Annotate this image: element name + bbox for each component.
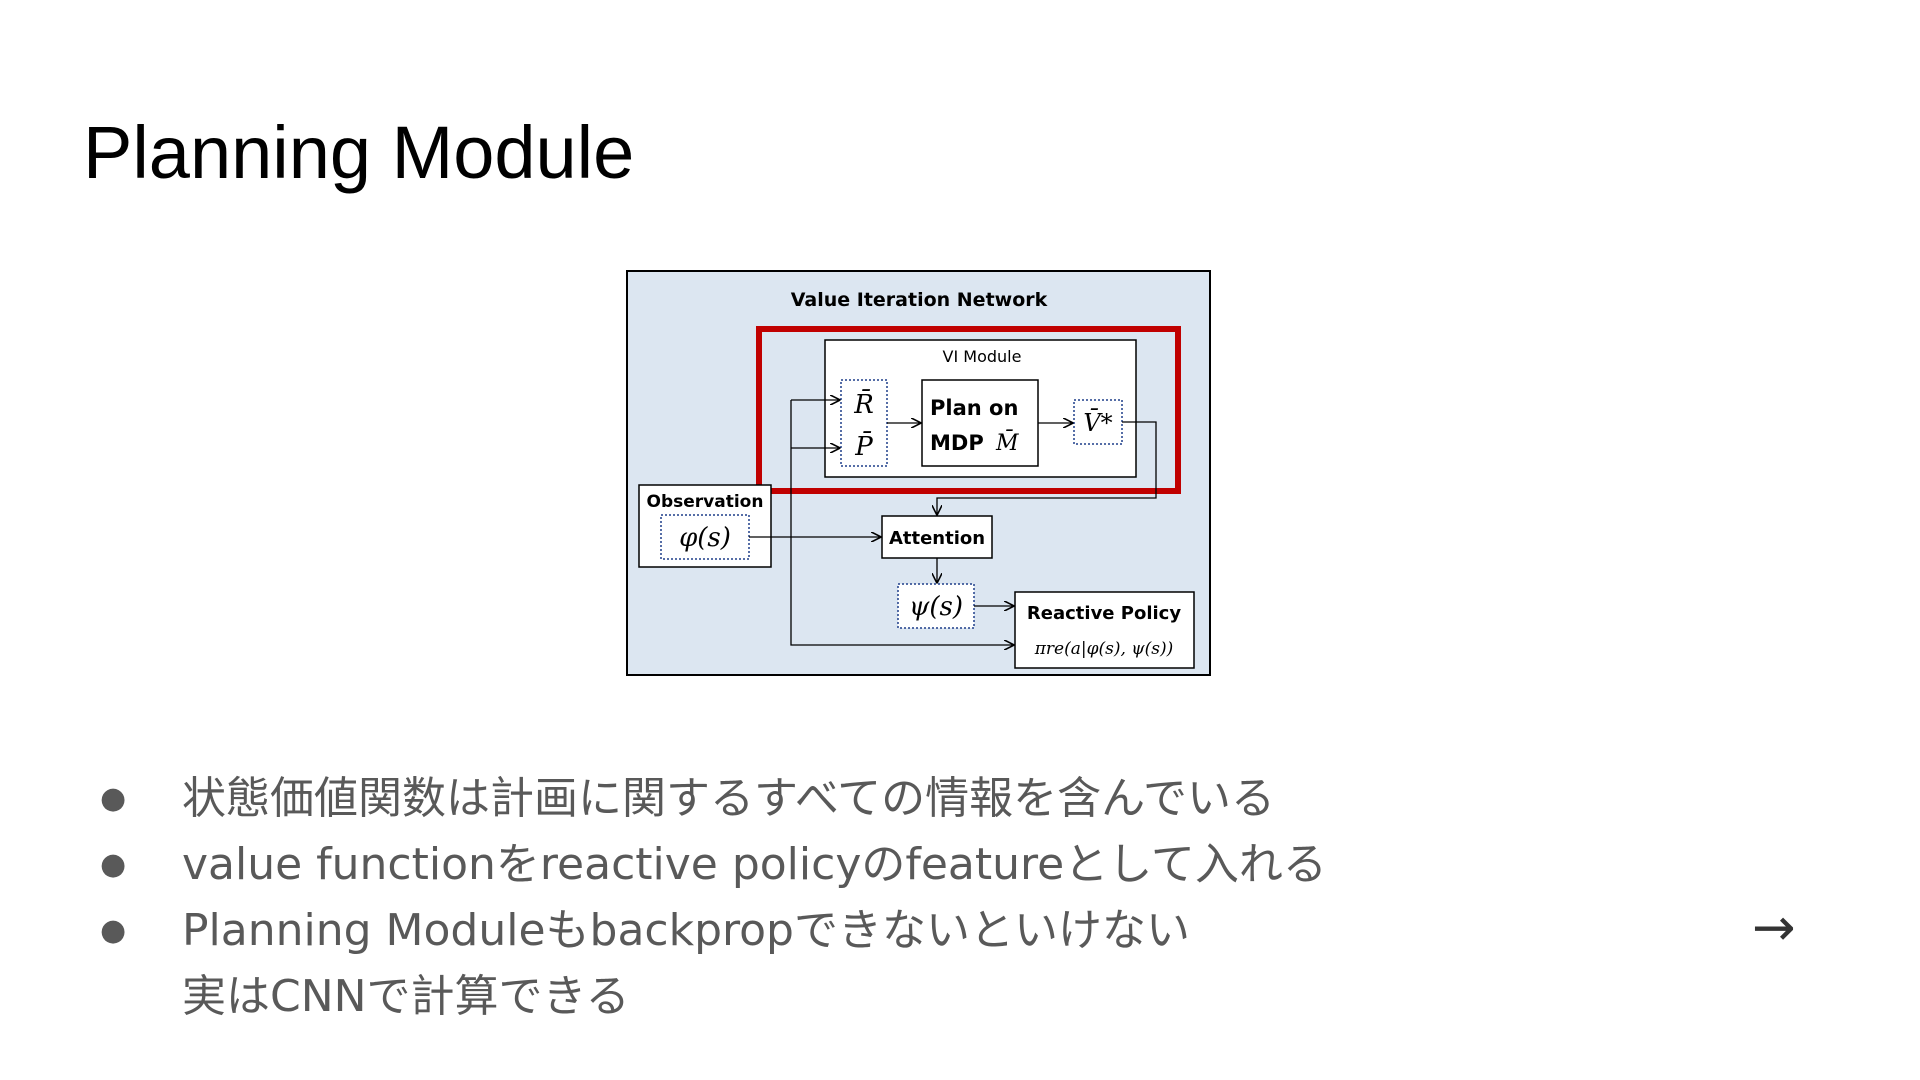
arrow-right-icon[interactable]: → [1752, 898, 1796, 958]
phi-symbol: φ(s) [679, 523, 731, 553]
policy-formula: πre(a|φ(s), ψ(s)) [1034, 639, 1174, 659]
reactive-policy-label: Reactive Policy [1027, 603, 1181, 624]
bullet-item: ● 状態価値関数は計画に関するすべての情報を含んでいる [100, 766, 1400, 832]
bullet-text-continuation: 実はCNNで計算できる [182, 971, 630, 1022]
diagram-title: Value Iteration Network [791, 289, 1048, 311]
psi-symbol: ψ(s) [909, 592, 963, 622]
reward-symbol: R̄ [853, 388, 874, 420]
plan-on-label: Plan on [930, 396, 1018, 420]
bullet-dot-icon: ● [100, 781, 127, 816]
transition-symbol: P̄ [854, 430, 873, 462]
vi-module-label: VI Module [943, 347, 1022, 366]
bullet-item: ● Planning Moduleもbackpropできないといけない 実はCN… [100, 898, 1400, 1030]
value-symbol: V̄* [1083, 409, 1112, 437]
phi-box [660, 514, 750, 560]
attention-label: Attention [889, 528, 985, 549]
reactive-policy-box [1014, 591, 1195, 669]
vin-diagram: Value Iteration Network VI Module R̄ P̄ … [626, 270, 1211, 676]
bullet-dot-icon: ● [100, 913, 127, 948]
mdp-label: MDP [930, 431, 984, 455]
mdp-symbol: M̄ [995, 429, 1019, 456]
reward-transition-box [840, 379, 888, 467]
observation-label: Observation [647, 492, 764, 512]
arrow-value-to-attention [937, 421, 1157, 514]
bullet-dot-icon: ● [100, 847, 127, 882]
bullet-text: 状態価値関数は計画に関するすべての情報を含んでいる [182, 773, 1275, 824]
bullet-text: Planning Moduleもbackpropできないといけない [182, 905, 1190, 956]
arrow-phi-to-policy [790, 537, 1013, 645]
plan-on-mdp-box [921, 379, 1039, 467]
bullet-text: value functionをreactive policyのfeatureとし… [182, 839, 1327, 890]
bullet-item: ● value functionをreactive policyのfeature… [100, 832, 1400, 898]
highlight-box [756, 326, 1181, 494]
slide-title: Planning Module [83, 111, 635, 194]
attention-box [881, 515, 993, 559]
bullet-list: ● 状態価値関数は計画に関するすべての情報を含んでいる ● value func… [100, 766, 1400, 1030]
